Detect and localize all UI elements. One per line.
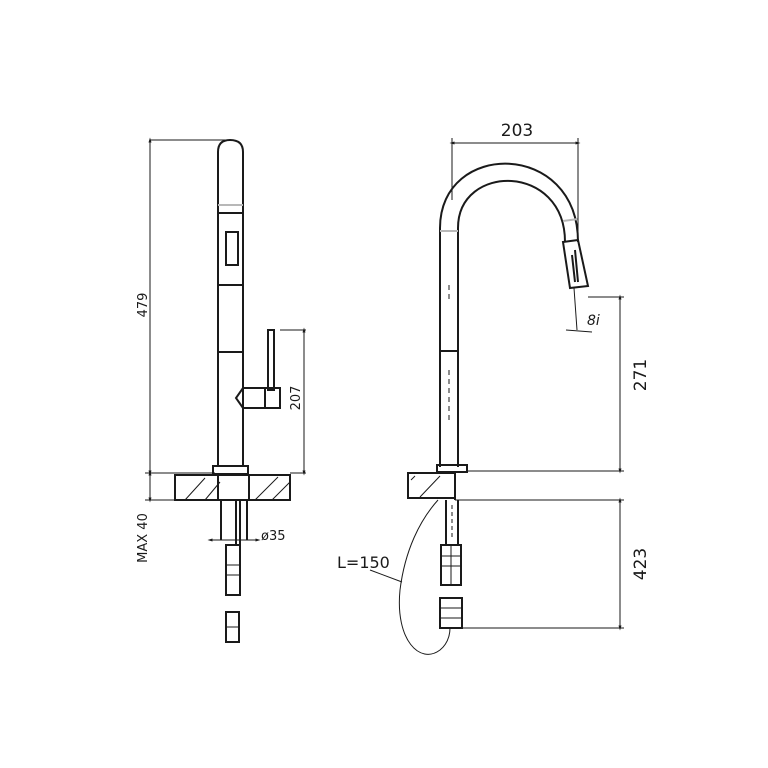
spray-head [561, 238, 590, 290]
front-view: 8i L=150 203 271 423 [337, 121, 651, 655]
dim-label-207: 207 [289, 386, 304, 411]
shank [445, 500, 459, 545]
hose-connector [225, 544, 241, 596]
dim-label-diameter: ø35 [261, 529, 286, 544]
countertop-section [174, 474, 291, 501]
flexible-hose [398, 499, 451, 655]
nut [439, 597, 463, 629]
dim-label-max40: MAX 40 [136, 513, 151, 563]
dim-label-271: 271 [631, 359, 651, 391]
gooseneck-outer [439, 162, 579, 467]
dim-label-479: 479 [136, 293, 151, 318]
lever-body [234, 387, 281, 409]
dim-label-423: 423 [631, 548, 651, 580]
base-plate [436, 464, 468, 473]
hose-length-label: L=150 [337, 553, 390, 572]
side-view: 479 MAX 40 207 ø35 [136, 137, 306, 643]
shank [220, 500, 248, 545]
gooseneck-inner [457, 180, 566, 467]
countertop-section [407, 472, 456, 499]
lever-handle [267, 329, 275, 391]
spray-button [225, 231, 239, 266]
dim-label-angle: 8i [587, 313, 600, 329]
dim-label-203: 203 [501, 121, 533, 141]
side-spout-body [217, 138, 244, 467]
base-plate [212, 465, 249, 475]
